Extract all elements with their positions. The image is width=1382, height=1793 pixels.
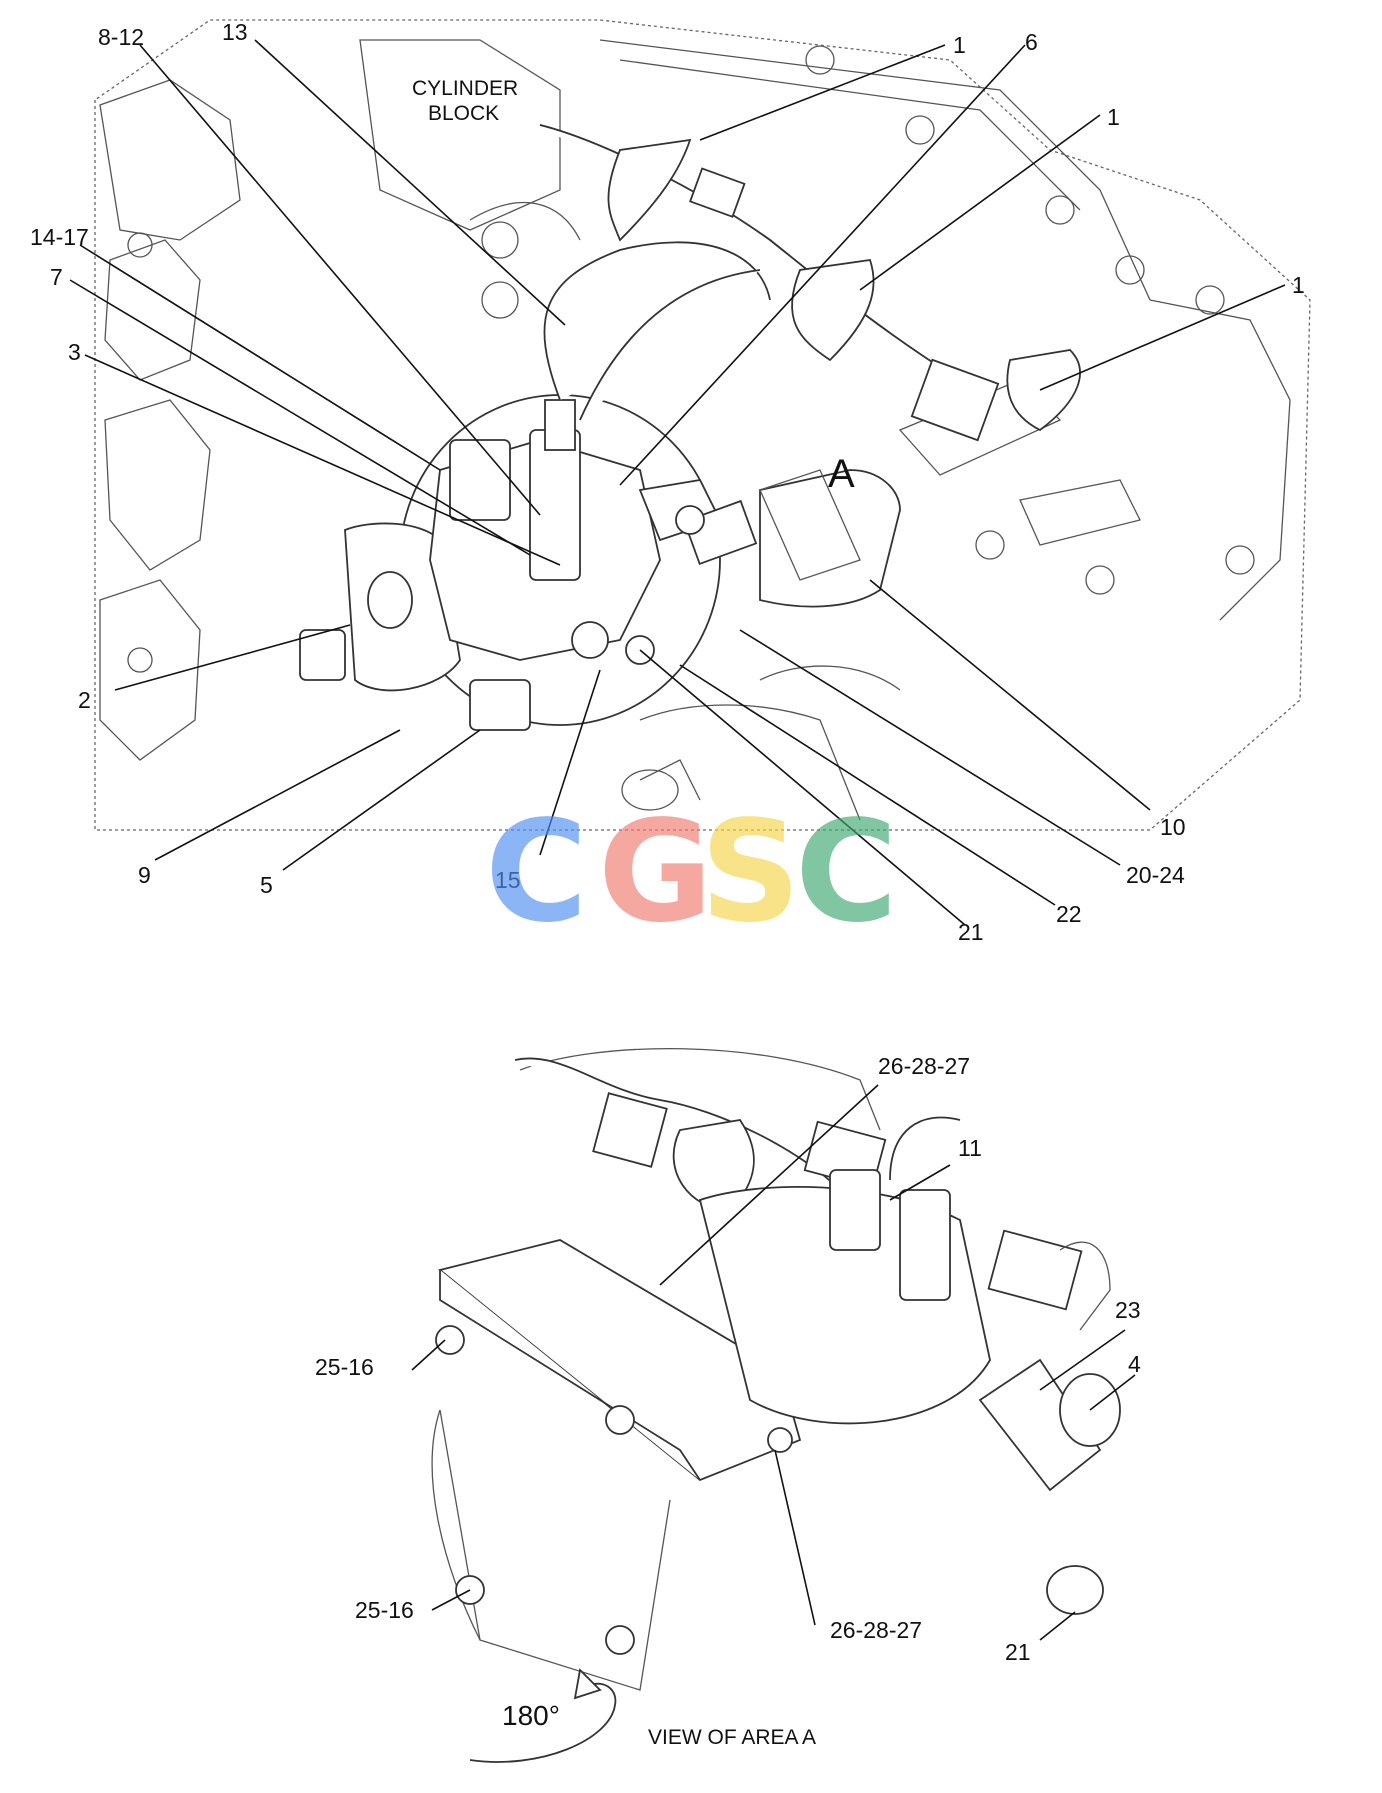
callout-26-28-27-top: 26-28-27 xyxy=(878,1053,970,1079)
callout-6: 6 xyxy=(1025,29,1038,55)
callout-1-a: 1 xyxy=(953,32,966,58)
callout-2: 2 xyxy=(78,687,91,713)
rotation-label: 180° xyxy=(502,1700,560,1731)
callout-1-b: 1 xyxy=(1107,104,1120,130)
callouts-bottom: 26-28-27 11 23 4 25-16 25-16 26-28-27 21 xyxy=(315,1053,1141,1665)
view-of-area-a-caption: VIEW OF AREA A xyxy=(648,1726,816,1749)
callout-21-top: 21 xyxy=(958,919,984,945)
callout-26-28-27-bottom: 26-28-27 xyxy=(830,1617,922,1643)
callout-23: 23 xyxy=(1115,1297,1141,1323)
watermark-letter-s: S xyxy=(700,791,801,954)
watermark-letter-g: G xyxy=(598,791,713,954)
callout-7: 7 xyxy=(50,264,63,290)
cylinder-block-label-line1: CYLINDER xyxy=(412,77,518,100)
callout-3: 3 xyxy=(68,339,81,365)
callout-21-bottom: 21 xyxy=(1005,1639,1031,1665)
callout-11: 11 xyxy=(958,1135,982,1161)
watermark-letter-c1: C xyxy=(485,791,588,954)
callout-5: 5 xyxy=(260,872,273,898)
cylinder-block-label-line2: BLOCK xyxy=(428,102,499,125)
callout-20-24: 20-24 xyxy=(1126,862,1185,888)
callout-10: 10 xyxy=(1160,814,1186,840)
area-a-label: A xyxy=(828,452,855,496)
callouts-top: 8-12 13 1 6 1 14-17 1 7 3 2 9 5 15 10 20… xyxy=(30,19,1305,945)
callout-8-12: 8-12 xyxy=(98,24,144,50)
callout-22: 22 xyxy=(1056,901,1082,927)
leader-lines-bottom xyxy=(411,1084,1136,1641)
leader-lines-top xyxy=(69,39,1286,926)
callout-14-17: 14-17 xyxy=(30,224,89,250)
callout-15: 15 xyxy=(495,867,521,893)
callout-9: 9 xyxy=(138,862,151,888)
callout-4: 4 xyxy=(1128,1351,1141,1377)
watermark-letter-c2: C xyxy=(795,791,898,954)
engine-block-illustration xyxy=(94,19,1311,831)
callout-25-16-bottom: 25-16 xyxy=(355,1597,414,1623)
callout-13: 13 xyxy=(222,19,248,45)
callout-25-16-top: 25-16 xyxy=(315,1354,374,1380)
callout-1-c: 1 xyxy=(1292,272,1305,298)
fuel-pump-assembly xyxy=(299,241,901,731)
cgsc-watermark: C G S C xyxy=(485,791,898,954)
